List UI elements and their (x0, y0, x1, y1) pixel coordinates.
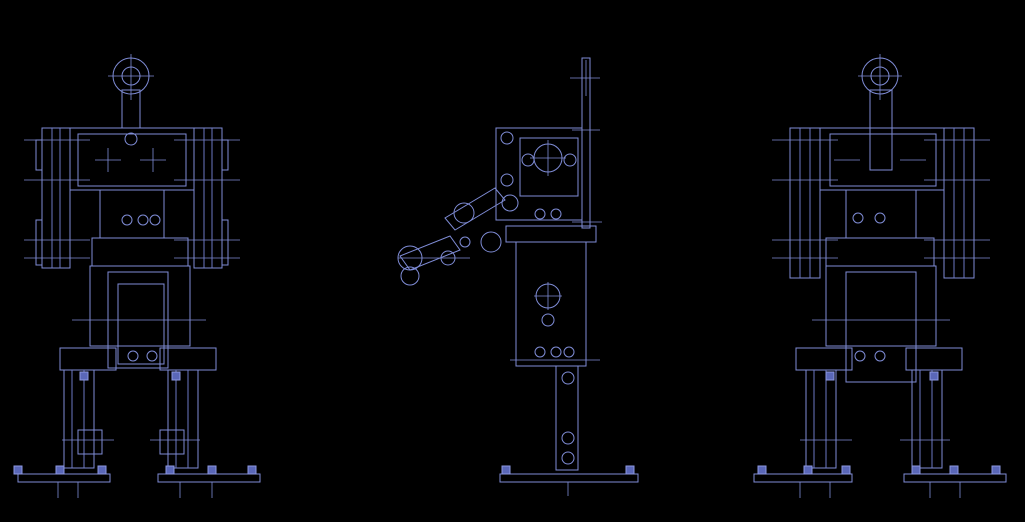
back-feet (753, 465, 1007, 498)
side-head-bar (570, 57, 602, 229)
front-head (108, 54, 154, 129)
front-view-robot (13, 54, 261, 498)
front-torso (69, 127, 195, 267)
side-foot (499, 465, 639, 496)
front-leg-right (150, 369, 200, 469)
back-arm-right (924, 127, 990, 279)
front-leg-left (62, 369, 114, 469)
back-view-robot (753, 54, 1007, 498)
side-arm (397, 187, 519, 286)
side-shin (555, 365, 579, 471)
side-torso (495, 127, 597, 243)
front-arm-right (174, 127, 240, 269)
side-view-robot (397, 57, 639, 496)
back-leg-left (800, 369, 852, 469)
back-torso (819, 127, 945, 267)
back-arm-left (772, 127, 838, 279)
front-hips (59, 265, 217, 371)
back-head (858, 54, 902, 171)
front-arm-left (24, 127, 90, 269)
back-leg-right (900, 369, 950, 469)
back-hips (795, 265, 963, 383)
front-feet (13, 465, 261, 498)
side-thigh (510, 241, 600, 367)
